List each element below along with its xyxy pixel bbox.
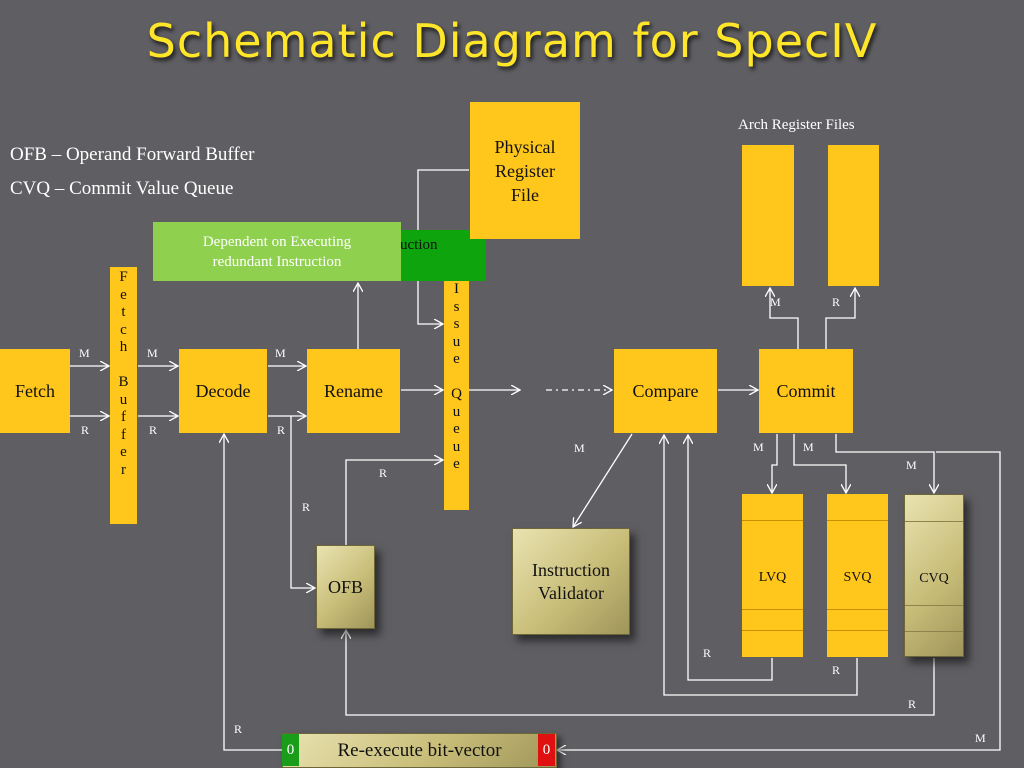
reexecute-bit-vector-label: Re-execute bit-vector	[337, 739, 502, 761]
decode-box: Decode	[179, 349, 267, 433]
edge-label-m: M	[574, 441, 585, 455]
edge-label-m: M	[275, 346, 286, 360]
svq-box: SVQ	[827, 494, 888, 657]
queue-divider	[827, 520, 888, 521]
issue-queue-letter: u	[452, 333, 461, 350]
edge-label-r: R	[703, 646, 712, 660]
edge-label-r: R	[908, 697, 917, 711]
queue-divider	[905, 631, 963, 632]
edge-label-m: M	[975, 731, 986, 745]
edge-label-r: R	[277, 423, 286, 437]
fetch-buffer-letter: B	[118, 374, 129, 390]
issue-queue-letter: s	[453, 298, 460, 315]
issue-queue-letter: e	[453, 421, 460, 437]
issue-queue-letter: I	[454, 281, 459, 297]
queue-divider	[827, 609, 888, 610]
edge-label-m: M	[753, 440, 764, 454]
edge-label-m: M	[906, 458, 917, 472]
queue-divider	[905, 605, 963, 606]
legend-cvq: CVQ – Commit Value Queue	[10, 178, 234, 199]
issue-queue-letter: Q	[451, 386, 462, 402]
issue-queue-box: I s s u e Q u e u e	[444, 281, 469, 510]
fetch-buffer-letter: t	[121, 304, 126, 320]
issue-queue-letter: s	[453, 316, 460, 332]
fetch-buffer-letter: u	[119, 391, 128, 408]
commit-box: Commit	[759, 349, 853, 433]
cvq-label: CVQ	[919, 571, 949, 586]
dependent-instruction-box: Dependent on Executing redundant Instruc…	[153, 222, 401, 281]
arch-register-file-m	[742, 145, 794, 286]
instruction-validator-box: Instruction Validator	[512, 528, 630, 635]
edge-label-r: R	[379, 466, 388, 480]
queue-divider	[742, 630, 803, 631]
edge-label-m: M	[803, 440, 814, 454]
edge-label-r: R	[832, 295, 841, 309]
fetch-box: Fetch	[0, 349, 70, 433]
fetch-buffer-letter: f	[121, 426, 126, 443]
fetch-buffer-box: F e t c h B u f f e r	[110, 267, 137, 524]
issue-queue-letter: e	[453, 456, 460, 472]
queue-divider	[827, 630, 888, 631]
fetch-buffer-gap	[110, 357, 137, 375]
fetch-buffer-letter: F	[119, 269, 128, 285]
fetch-buffer-letter: f	[121, 409, 126, 425]
edge-label-r: R	[302, 500, 311, 514]
queue-divider	[905, 521, 963, 522]
reexecute-right-bit: 0	[538, 734, 555, 766]
queue-divider	[742, 609, 803, 610]
arch-register-file-r	[828, 145, 879, 286]
fetch-buffer-letter: c	[120, 321, 127, 338]
issue-queue-letter: e	[453, 351, 460, 367]
edge-label-r: R	[81, 423, 90, 437]
edge-label-m: M	[147, 346, 158, 360]
queue-divider	[742, 520, 803, 521]
fetch-buffer-letter: e	[120, 444, 127, 460]
fetch-buffer-letter: r	[121, 461, 126, 478]
cvq-box: CVQ	[904, 494, 964, 657]
edge-label-r: R	[832, 663, 841, 677]
fetch-buffer-letter: e	[120, 286, 127, 303]
arch-register-files-label: Arch Register Files	[738, 117, 855, 133]
dark-green-box-text: uction	[400, 237, 438, 253]
edge-label-r: R	[149, 423, 158, 437]
physical-register-file-box: Physical Register File	[470, 102, 580, 239]
compare-box: Compare	[614, 349, 717, 433]
reexecute-bit-vector: Re-execute bit-vector	[282, 733, 557, 768]
legend-ofb: OFB – Operand Forward Buffer	[10, 144, 255, 165]
rename-box: Rename	[307, 349, 400, 433]
issue-queue-letter: u	[452, 403, 461, 420]
ofb-box: OFB	[316, 545, 375, 629]
reexecute-left-bit: 0	[282, 734, 299, 766]
lvq-box: LVQ	[742, 494, 803, 657]
edge-label-m: M	[770, 295, 781, 309]
lvq-label: LVQ	[758, 570, 787, 585]
issue-queue-gap	[444, 369, 469, 387]
slide-title: Schematic Diagram for SpecIV	[146, 14, 878, 68]
issue-queue-letter: u	[452, 438, 461, 455]
edge-label-m: M	[79, 346, 90, 360]
svq-label: SVQ	[843, 570, 872, 585]
edge-label-r: R	[234, 722, 243, 736]
fetch-buffer-letter: h	[119, 339, 128, 355]
